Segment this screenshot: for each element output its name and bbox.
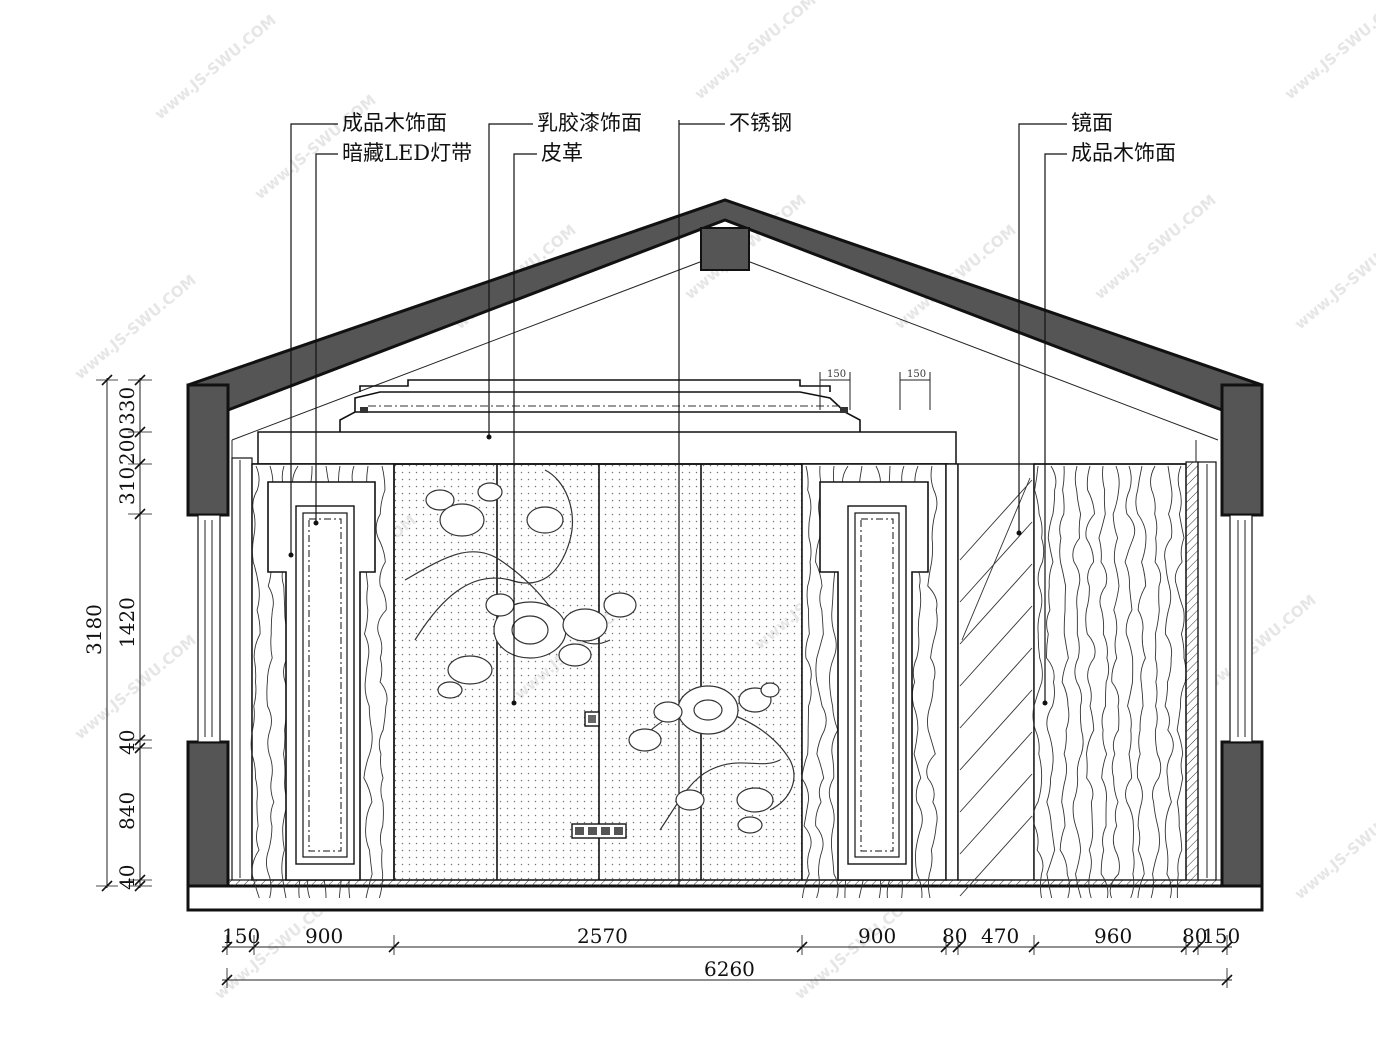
dim-v-6: 840 <box>115 792 139 830</box>
wall-elevation <box>231 120 1217 899</box>
detail-dim-left: 150 <box>819 369 851 410</box>
label-latex-paint: 乳胶漆饰面 <box>537 111 642 135</box>
ridge-post <box>700 227 750 271</box>
dim-v-total: 3180 <box>82 604 106 655</box>
watermark-text: www.JS-SWU.COM <box>1291 221 1376 333</box>
ceiling-soffit <box>257 431 957 465</box>
right-wall-upper <box>1220 383 1264 517</box>
label-wood-finish-left: 成品木饰面 <box>342 111 447 135</box>
right-wood-finish-panel <box>1033 463 1187 881</box>
dim-v-7: 40 <box>115 865 139 890</box>
wood-grain-far-right <box>1032 465 1187 899</box>
label-mirror: 镜面 <box>1071 111 1113 135</box>
annotations: 成品木饰面 暗藏LED灯带 乳胶漆饰面 皮革 不锈钢 镜面 成品木饰面 <box>288 111 1176 706</box>
dim-v-5: 40 <box>115 730 139 755</box>
dim-h-4: 900 <box>858 924 896 948</box>
watermark-text: www.JS-SWU.COM <box>1291 791 1376 903</box>
stainless-strip <box>945 463 959 881</box>
watermark-text: www.JS-SWU.COM <box>1091 191 1220 303</box>
mirror-hatch <box>959 465 1181 897</box>
right-wall-lower <box>1220 740 1264 912</box>
label-leather: 皮革 <box>541 141 583 165</box>
dim-v-4: 1420 <box>115 597 139 648</box>
detail-dim-left-text: 150 <box>827 369 846 380</box>
led-strip-left <box>308 518 342 852</box>
horizontal-dimensions: 150 900 2570 900 80 470 960 80 150 6260 <box>221 924 1240 988</box>
watermark-text: www.JS-SWU.COM <box>71 271 200 383</box>
dim-h-7: 960 <box>1094 924 1132 948</box>
floral-motif <box>404 469 795 834</box>
dim-v-1: 330 <box>115 387 139 425</box>
label-stainless-steel: 不锈钢 <box>729 111 792 135</box>
detail-dim-right-text: 150 <box>907 369 926 380</box>
dim-h-total: 6260 <box>704 957 755 981</box>
watermark-text: www.JS-SWU.COM <box>691 0 820 103</box>
right-window <box>1229 514 1253 743</box>
dim-v-2: 200 <box>115 427 139 465</box>
right-edge-hatch <box>1185 461 1199 881</box>
dim-h-2: 900 <box>305 924 343 948</box>
dim-h-1: 150 <box>222 924 260 948</box>
dim-h-5: 80 <box>942 924 967 948</box>
dim-v-3: 310 <box>115 467 139 505</box>
watermark-text: www.JS-SWU.COM <box>151 11 280 123</box>
socket-panel <box>571 823 627 839</box>
label-led-strip: 暗藏LED灯带 <box>342 141 472 165</box>
left-window <box>197 514 221 743</box>
left-wall-upper <box>186 383 230 517</box>
dim-h-8: 80 <box>1182 924 1207 948</box>
dim-h-3: 2570 <box>577 924 628 948</box>
building-section <box>186 198 1264 912</box>
led-strip-right <box>860 518 894 852</box>
dim-h-9: 150 <box>1202 924 1240 948</box>
vertical-dimensions: 3180 330 200 310 1420 40 840 40 <box>82 374 152 892</box>
watermark-text: www.JS-SWU.COM <box>1281 0 1376 103</box>
dim-h-6: 470 <box>981 924 1019 948</box>
detail-dim-right: 150 <box>899 369 931 410</box>
label-wood-finish-right: 成品木饰面 <box>1071 141 1176 165</box>
floor-hatch <box>227 879 1223 888</box>
mirror-panel <box>957 463 1035 881</box>
ceiling: 150 150 <box>231 369 1215 465</box>
